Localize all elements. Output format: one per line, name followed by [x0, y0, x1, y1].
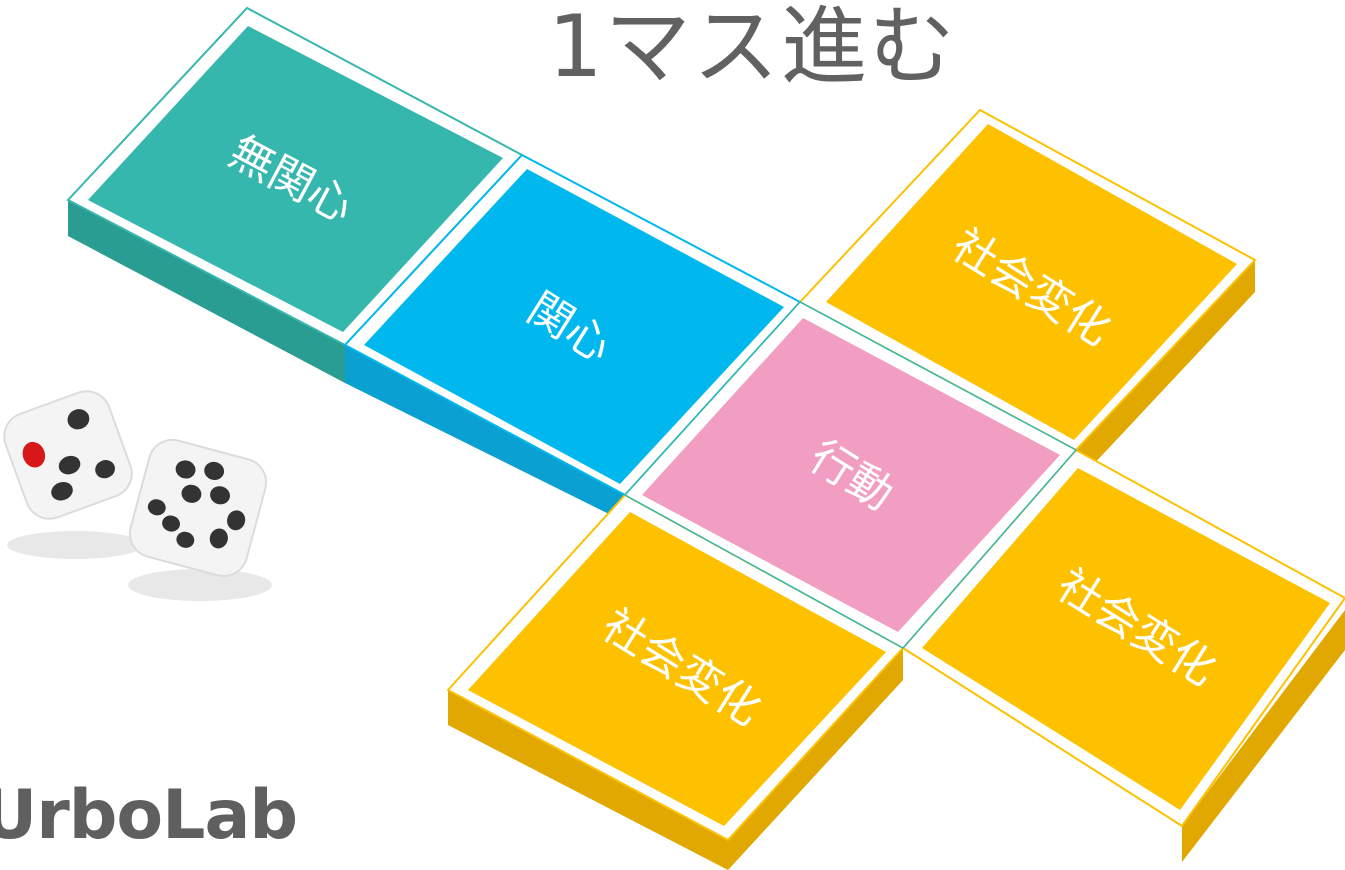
tile-social-change-bottom-face — [468, 512, 886, 826]
tile-social-change-right[interactable]: 社会変化 — [901, 448, 1345, 862]
tile-social-change-bottom-side-right — [728, 648, 903, 870]
tile-social-change-top-side — [1076, 260, 1255, 483]
left-die — [3, 390, 133, 520]
tile-interest[interactable]: 関心 — [343, 153, 802, 522]
die-red-pip — [22, 441, 46, 468]
tile-action-face — [642, 318, 1060, 632]
urbolab-logo: UrboLab — [0, 776, 298, 855]
tile-social-change-right-side — [1182, 610, 1345, 862]
step-instruction-heading: 1マス進む — [548, 0, 957, 97]
tile-action[interactable]: 行動 — [623, 301, 1078, 649]
tile-interest-face — [364, 169, 784, 484]
tile-indifference-face — [88, 26, 503, 332]
tile-social-change-bottom-side-left — [448, 690, 728, 870]
right-die-shadow — [128, 569, 272, 601]
tile-indifference-side-left — [68, 200, 345, 383]
tile-social-change-top-face — [826, 124, 1237, 440]
right-die — [128, 438, 268, 578]
tile-social-change-right-face — [922, 468, 1330, 810]
tile-interest-side — [345, 345, 625, 522]
dice-pair — [3, 390, 272, 601]
left-die-shadow — [7, 531, 143, 559]
tile-social-change-bottom[interactable]: 社会変化 — [446, 493, 905, 870]
